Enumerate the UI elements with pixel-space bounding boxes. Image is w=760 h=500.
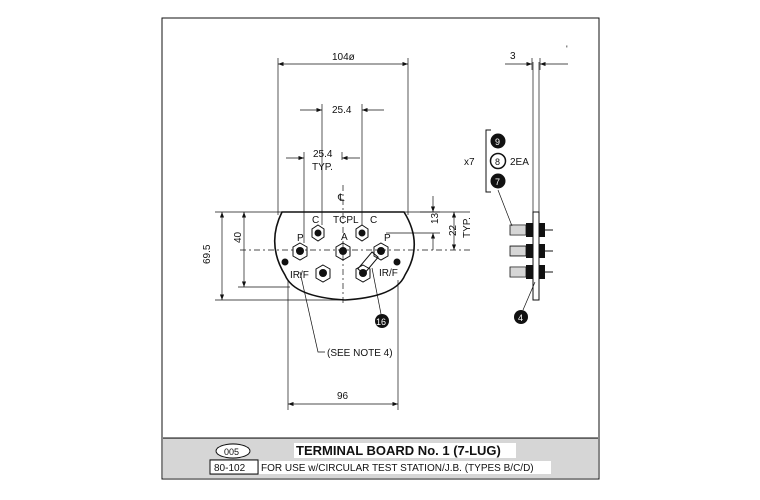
- see-note-4: (SEE NOTE 4): [327, 348, 393, 359]
- dim-25-4-top-text: 25.4: [332, 105, 352, 116]
- callout-7-badge: [490, 173, 506, 189]
- lug-c-right: [355, 224, 369, 242]
- sheet-number-oval: [215, 443, 251, 459]
- dim-25-4-typ-text: 25.4: [313, 149, 333, 160]
- mounting-hole-right: [393, 258, 401, 266]
- title-backdrop: [294, 443, 516, 458]
- drawing-number: 80-102: [214, 463, 246, 474]
- lug-c-left: [311, 224, 325, 242]
- qty-x7: x7: [464, 157, 475, 168]
- lug-a: [335, 242, 351, 261]
- jumper-strap: [357, 251, 379, 275]
- callout-bracket: [485, 129, 491, 193]
- stray-mark: ': [566, 44, 568, 54]
- label-tcpl: TCPL: [333, 215, 359, 226]
- dim-104-text: 104ø: [332, 52, 355, 63]
- terminal-stud-top: [509, 223, 553, 237]
- label-c-right: C: [370, 215, 377, 226]
- dim-22-typ-text: TYP.: [462, 217, 473, 238]
- qty-2ea: 2EA: [510, 157, 529, 168]
- note-4-leader: [299, 271, 325, 353]
- callout-16-text: 16: [376, 317, 386, 327]
- sheet-number: 005: [224, 447, 239, 457]
- lug-irf-left: [315, 264, 331, 283]
- label-irf-left: IR/F: [290, 270, 309, 281]
- label-centerline: ℄: [337, 193, 345, 204]
- mounting-hole-left: [281, 258, 289, 266]
- drawing-title: TERMINAL BOARD No. 1 (7-LUG): [296, 443, 501, 458]
- dim-40-text: 40: [233, 231, 244, 243]
- lug-p-left: [292, 242, 308, 261]
- dim-13-text: 13: [430, 212, 441, 224]
- callout-4-text: 4: [518, 313, 523, 323]
- subtitle-backdrop: [259, 461, 551, 474]
- drawing-number-box: [209, 459, 259, 475]
- dim-typ-text: TYP.: [312, 162, 333, 173]
- dim-22-text: 22: [448, 224, 459, 236]
- label-p-right: P: [384, 233, 391, 244]
- lug-p-right: [373, 242, 389, 261]
- label-irf-right: IR/F: [379, 268, 398, 279]
- callout-4-badge: [514, 310, 528, 324]
- label-a: A: [341, 232, 348, 243]
- callout-9-badge: [490, 133, 506, 149]
- label-c-left: C: [312, 215, 319, 226]
- callout-16-badge: [375, 314, 389, 328]
- callout-8-text: 8: [495, 157, 500, 167]
- drawing-subtitle: FOR USE w/CIRCULAR TEST STATION/J.B. (TY…: [261, 463, 534, 474]
- callout-7-text: 7: [495, 177, 500, 187]
- dim-3-text: 3: [510, 51, 516, 62]
- terminal-stud-bottom: [509, 265, 553, 279]
- label-p-left: P: [297, 233, 304, 244]
- terminal-stud-middle: [509, 244, 553, 258]
- drawing-border: [161, 17, 600, 480]
- callout-8-badge: [489, 152, 507, 170]
- board-outline: [273, 211, 415, 301]
- dim-69-5-text: 69.5: [202, 244, 213, 264]
- callout-9-text: 9: [495, 137, 500, 147]
- dim-96-text: 96: [337, 391, 349, 402]
- board-side-edge: [532, 211, 540, 301]
